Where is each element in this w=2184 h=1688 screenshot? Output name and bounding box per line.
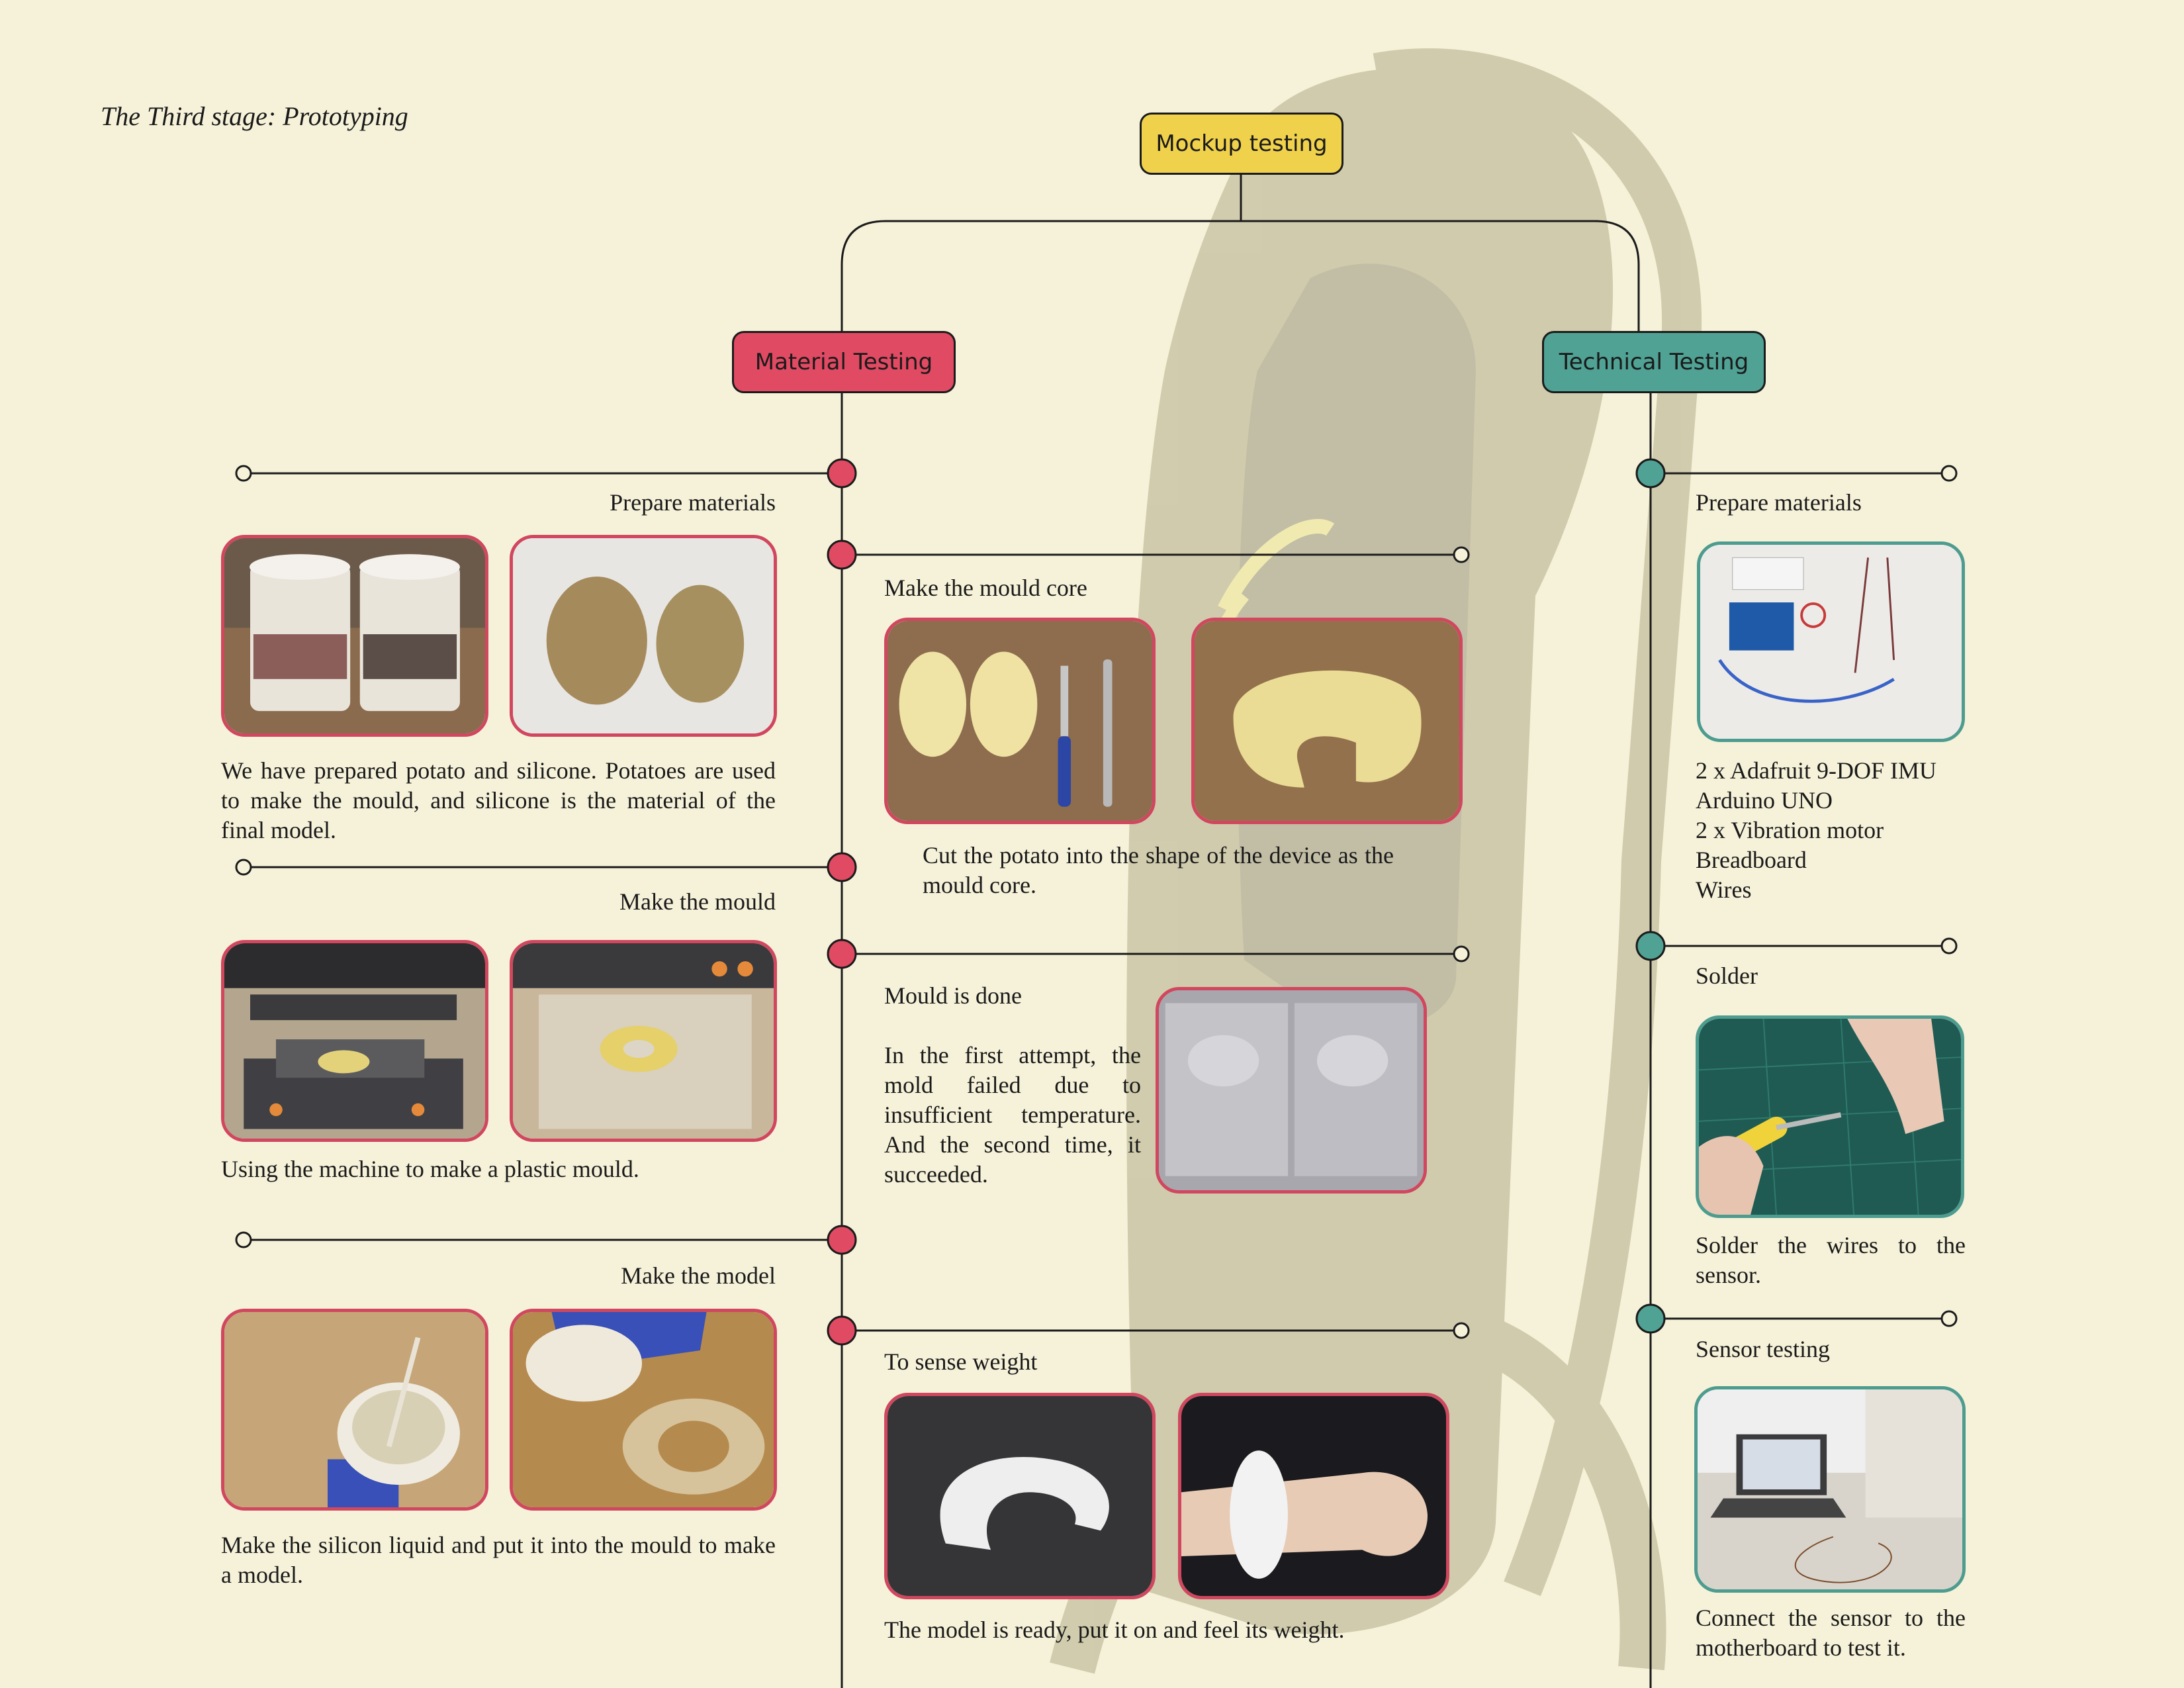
material-done-desc: In the first attempt, the mold failed du… [884,1042,1141,1188]
technical-prepare-title: Prepare materials [1696,489,1862,516]
material-model-title: Make the model [621,1262,776,1289]
technical-sensor-title: Sensor testing [1696,1336,1830,1362]
material-weight-desc: The model is ready, put it on and feel i… [884,1617,1345,1643]
silicone-model-photo [884,1393,1156,1599]
material-model-desc: Make the silicon liquid and put it into … [221,1532,776,1588]
material-prepare-desc: We have prepared potato and silicone. Po… [221,757,776,843]
parts-item-imu: 2 x Adafruit 9-DOF IMU [1696,757,1936,784]
material-core-desc: Cut the potato into the shape of the dev… [923,842,1394,898]
cut-potato-tools-photo [884,618,1156,824]
pouring-silicone-photo [510,1309,777,1511]
silicone-jars-photo [221,535,488,737]
potatoes-photo [510,535,777,737]
branch-node-material-testing[interactable]: Material Testing [732,331,956,393]
finished-mould-photo [1156,987,1427,1194]
root-node-mockup-testing[interactable]: Mockup testing [1140,113,1343,175]
material-mould-desc: Using the machine to make a plastic moul… [221,1156,639,1182]
material-weight-title: To sense weight [884,1348,1038,1375]
stage-title: The Third stage: Prototyping [101,101,408,131]
technical-parts-list: 2 x Adafruit 9-DOF IMU Arduino UNO 2 x V… [1696,756,1974,905]
material-mould-title: Make the mould [619,888,776,915]
parts-item-breadboard: Breadboard [1696,847,1807,873]
material-prepare-title: Prepare materials [610,489,776,516]
material-core-title: Make the mould core [884,575,1087,601]
material-done-title: Mould is done [884,982,1023,1009]
plastic-mould-photo [510,940,777,1142]
branch-node-technical-testing[interactable]: Technical Testing [1542,331,1766,393]
technical-solder-title: Solder [1696,962,1758,989]
background-device-silhouette [1050,48,1702,1674]
parts-item-wires: Wires [1696,876,1752,903]
sensor-test-photo [1694,1386,1966,1593]
parts-item-arduino: Arduino UNO [1696,787,1833,814]
technical-sensor-desc: Connect the sensor to the motherboard to… [1696,1605,1966,1661]
potato-core-photo [1191,618,1463,824]
silicone-cup-photo [221,1309,488,1511]
model-on-wrist-photo [1178,1393,1449,1599]
parts-item-vibration-motor: 2 x Vibration motor [1696,817,1884,843]
electronics-parts-photo [1697,541,1965,742]
soldering-photo [1696,1015,1964,1218]
vacuum-former-photo [221,940,488,1142]
technical-solder-desc: Solder the wires to the sensor. [1696,1232,1966,1288]
